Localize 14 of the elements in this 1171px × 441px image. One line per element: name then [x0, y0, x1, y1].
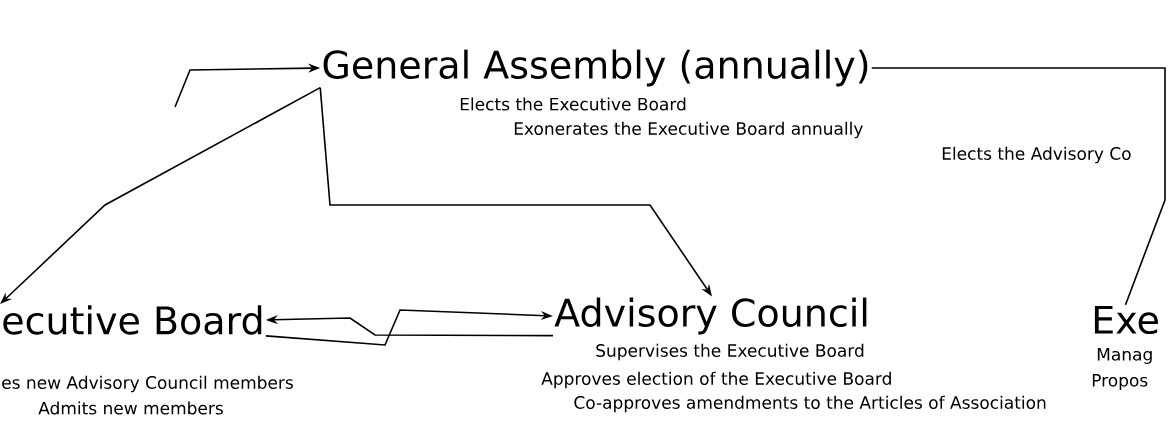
- heading: Exe: [1094, 305, 1158, 335]
- description-text: es new Advisory Council members: [2, 375, 293, 393]
- description-text: Admits new members: [38, 401, 223, 415]
- heading: General Assembly (annually): [323, 49, 868, 87]
- description-text: Co-approves amendments to the Articles of Association: [574, 395, 1046, 413]
- description-text: Propos: [1092, 374, 1148, 390]
- description-text: Exonerates the Executive Board annually: [514, 121, 863, 139]
- description-text: Elects the Advisory Co: [942, 146, 1131, 164]
- description-text: Elects the Executive Board: [460, 97, 686, 111]
- description-text: Approves election of the Executive Board: [541, 371, 891, 389]
- heading: ecutive Board: [3, 305, 262, 335]
- description-text: Supervises the Executive Board: [596, 343, 864, 361]
- description-text: Manag: [1097, 348, 1152, 364]
- heading: Advisory Council: [554, 297, 867, 335]
